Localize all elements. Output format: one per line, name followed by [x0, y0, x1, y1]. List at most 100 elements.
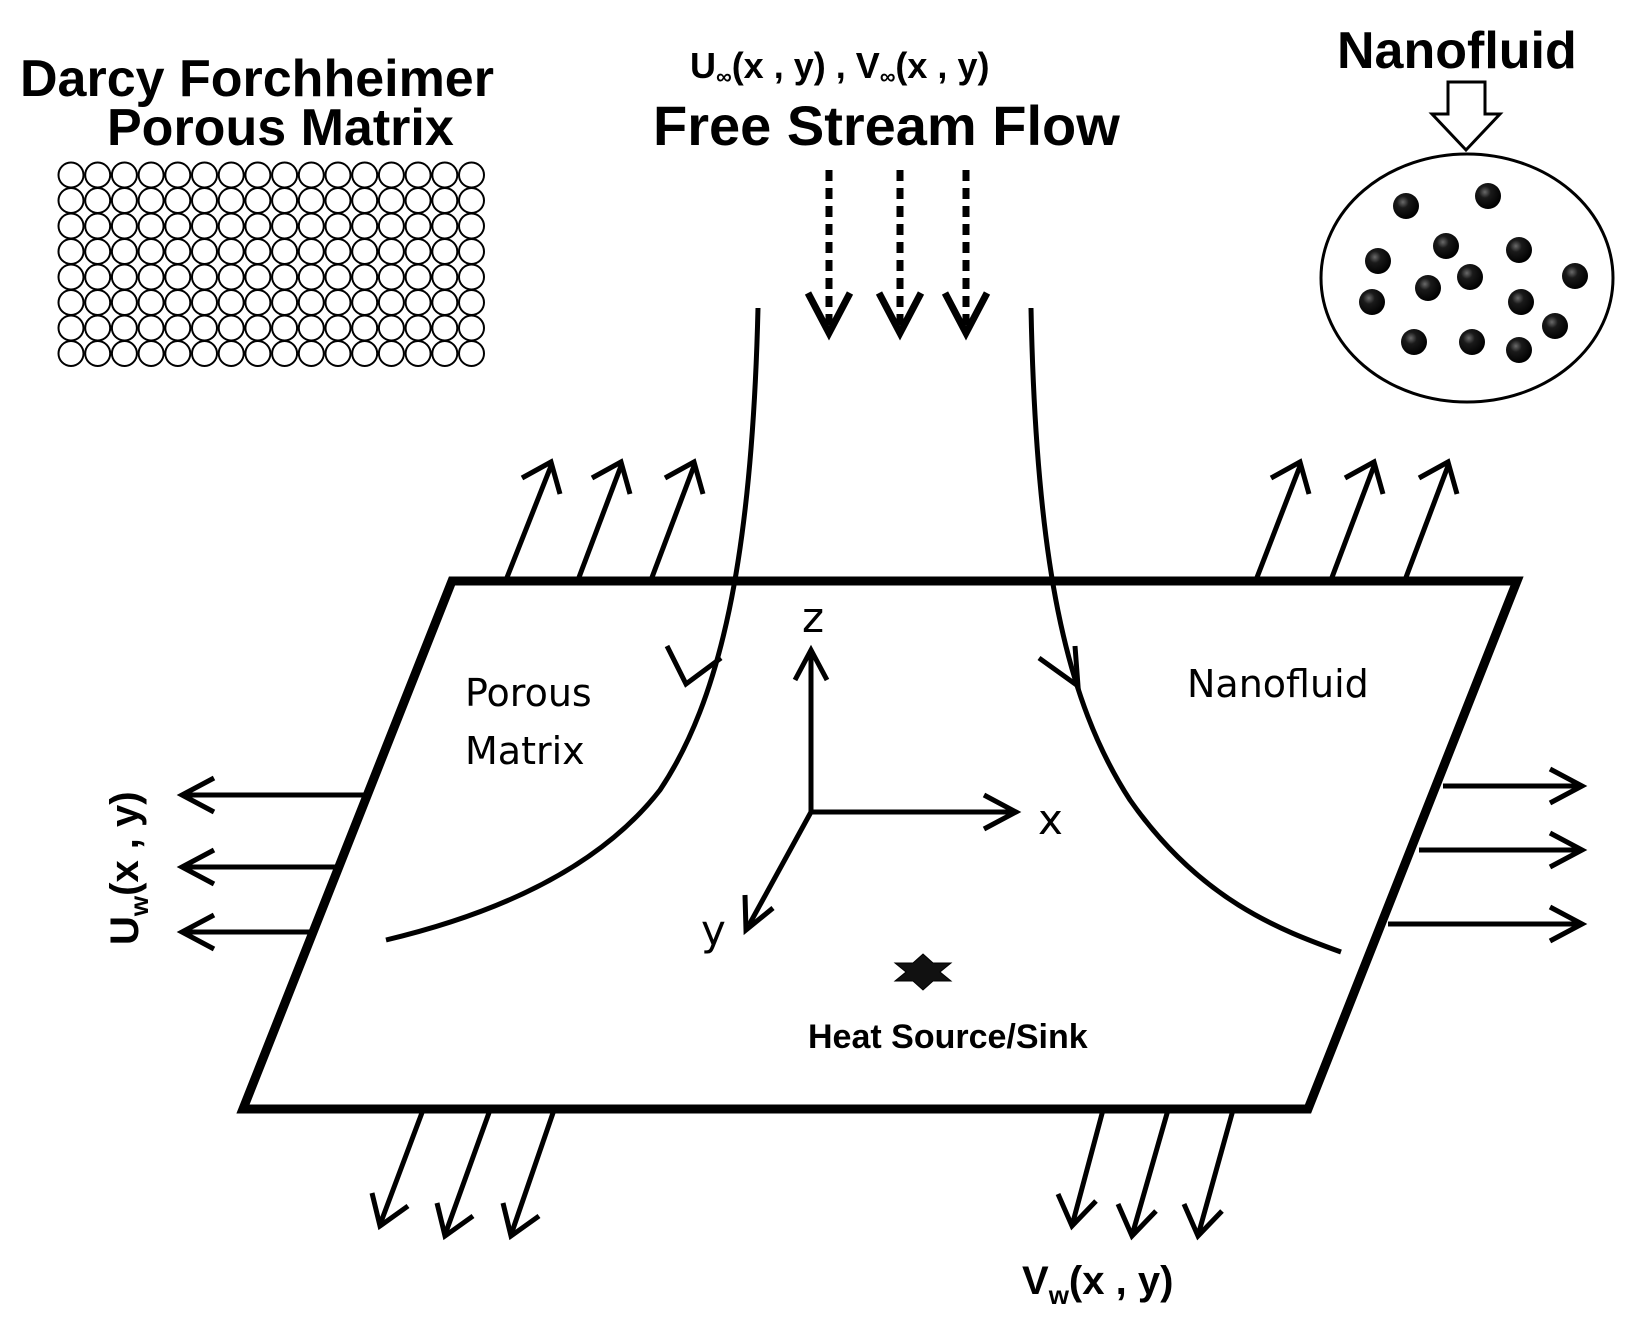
matrix-cell — [110, 340, 138, 367]
uw-main: U — [103, 916, 147, 945]
outflow-arrows-top-right — [1253, 458, 1460, 581]
nanoparticle-icon — [1433, 233, 1459, 259]
matrix-cell — [458, 212, 485, 240]
matrix-cell — [137, 289, 165, 316]
outflow-arrow — [575, 465, 624, 581]
outflow-arrowhead — [434, 1202, 475, 1241]
matrix-cell — [217, 212, 245, 240]
matrix-cell — [324, 340, 352, 367]
outflow-arrowhead — [1269, 458, 1312, 495]
outflow-arrow — [1253, 465, 1303, 581]
matrix-cell — [137, 238, 165, 265]
outflow-arrowhead — [500, 1202, 541, 1241]
matrix-cell — [431, 161, 459, 189]
matrix-cell — [84, 212, 112, 240]
nanoparticle-icon — [1562, 263, 1588, 289]
matrix-cell — [137, 161, 165, 189]
matrix-cell — [191, 238, 218, 265]
matrix-cell — [57, 263, 85, 291]
matrix-cell — [217, 263, 245, 291]
outflow-arrowhead — [1181, 1202, 1224, 1241]
outflow-arrowhead — [1548, 904, 1588, 944]
matrix-cell — [271, 340, 299, 367]
nanoparticle-icon — [1401, 329, 1427, 355]
matrix-cell — [377, 187, 405, 214]
matrix-cell — [191, 212, 218, 240]
streamline-left — [385, 307, 761, 943]
vw-subscript: w — [1048, 1280, 1070, 1310]
matrix-cell — [324, 187, 352, 214]
z-axis-arrowhead — [792, 644, 830, 682]
outflow-arrows-bottom-right — [1055, 1109, 1236, 1241]
matrix-cell — [244, 187, 272, 214]
matrix-cell — [431, 340, 459, 367]
vw-main: V — [1022, 1259, 1049, 1303]
matrix-cell — [404, 263, 432, 291]
streamline-left-arrowhead — [664, 644, 723, 688]
matrix-cell — [297, 161, 325, 189]
uw-coords: (x , y) — [103, 791, 147, 895]
matrix-cell — [351, 263, 379, 291]
matrix-cell — [377, 161, 405, 189]
outflow-arrow — [648, 465, 697, 581]
matrix-cell — [458, 289, 485, 316]
matrix-cell — [217, 187, 245, 214]
matrix-cell — [431, 238, 459, 265]
y-axis-label: y — [701, 906, 726, 955]
matrix-cell — [458, 238, 485, 265]
matrix-cell — [110, 263, 138, 291]
outflow-arrowhead — [520, 458, 563, 495]
streamlines — [385, 307, 1342, 955]
matrix-cell — [244, 263, 272, 291]
free-stream-arrowhead-3 — [941, 291, 991, 341]
matrix-cell — [377, 340, 405, 367]
nanoparticle-icon — [1359, 289, 1385, 315]
matrix-cell — [191, 263, 218, 291]
plate-porous-label-line2: Matrix — [465, 729, 585, 773]
nanoparticle-icon — [1506, 337, 1532, 363]
matrix-cell — [351, 238, 379, 265]
matrix-cell — [458, 263, 485, 291]
infinity-subscript: ∞ — [880, 64, 896, 89]
matrix-cell — [351, 161, 379, 189]
porous-matrix-title-line2: Porous Matrix — [107, 99, 454, 157]
matrix-cell — [57, 161, 85, 189]
matrix-cell — [297, 340, 325, 367]
streamline-right-arrowhead — [1037, 645, 1081, 692]
outflow-arrowhead — [1417, 458, 1460, 495]
matrix-cell — [84, 340, 112, 367]
nanoparticle-icon — [1506, 237, 1532, 263]
free-stream-arrowhead-2 — [875, 291, 925, 341]
matrix-cell — [404, 212, 432, 240]
infinity-subscript: ∞ — [716, 64, 732, 89]
matrix-cell — [217, 161, 245, 189]
matrix-cell — [191, 314, 218, 342]
matrix-cell — [191, 161, 218, 189]
matrix-cell — [164, 161, 192, 189]
matrix-cell — [324, 238, 352, 265]
matrix-cell — [324, 314, 352, 342]
matrix-cell — [57, 238, 85, 265]
matrix-cell — [57, 289, 85, 316]
vw-coords: (x , y) — [1069, 1259, 1173, 1303]
matrix-cell — [110, 289, 138, 316]
matrix-cell — [351, 212, 379, 240]
y-axis-arrowhead — [742, 894, 775, 936]
matrix-cell — [431, 263, 459, 291]
matrix-cell — [84, 314, 112, 342]
matrix-cell — [137, 263, 165, 291]
coordinate-axes — [742, 644, 1022, 936]
matrix-cell — [404, 340, 432, 367]
down-hollow-arrow-icon — [1428, 80, 1504, 153]
outflow-arrows-right — [1388, 766, 1588, 944]
plate-porous-label-line1: Porous — [465, 671, 592, 715]
outflow-arrowhead — [1115, 1202, 1158, 1241]
matrix-cell — [110, 212, 138, 240]
matrix-cell — [164, 238, 192, 265]
matrix-cell — [297, 289, 325, 316]
x-axis-label: x — [1038, 795, 1063, 844]
matrix-cell — [377, 238, 405, 265]
matrix-cell — [164, 314, 192, 342]
y-axis — [746, 810, 814, 927]
outflow-arrow — [1328, 465, 1377, 581]
